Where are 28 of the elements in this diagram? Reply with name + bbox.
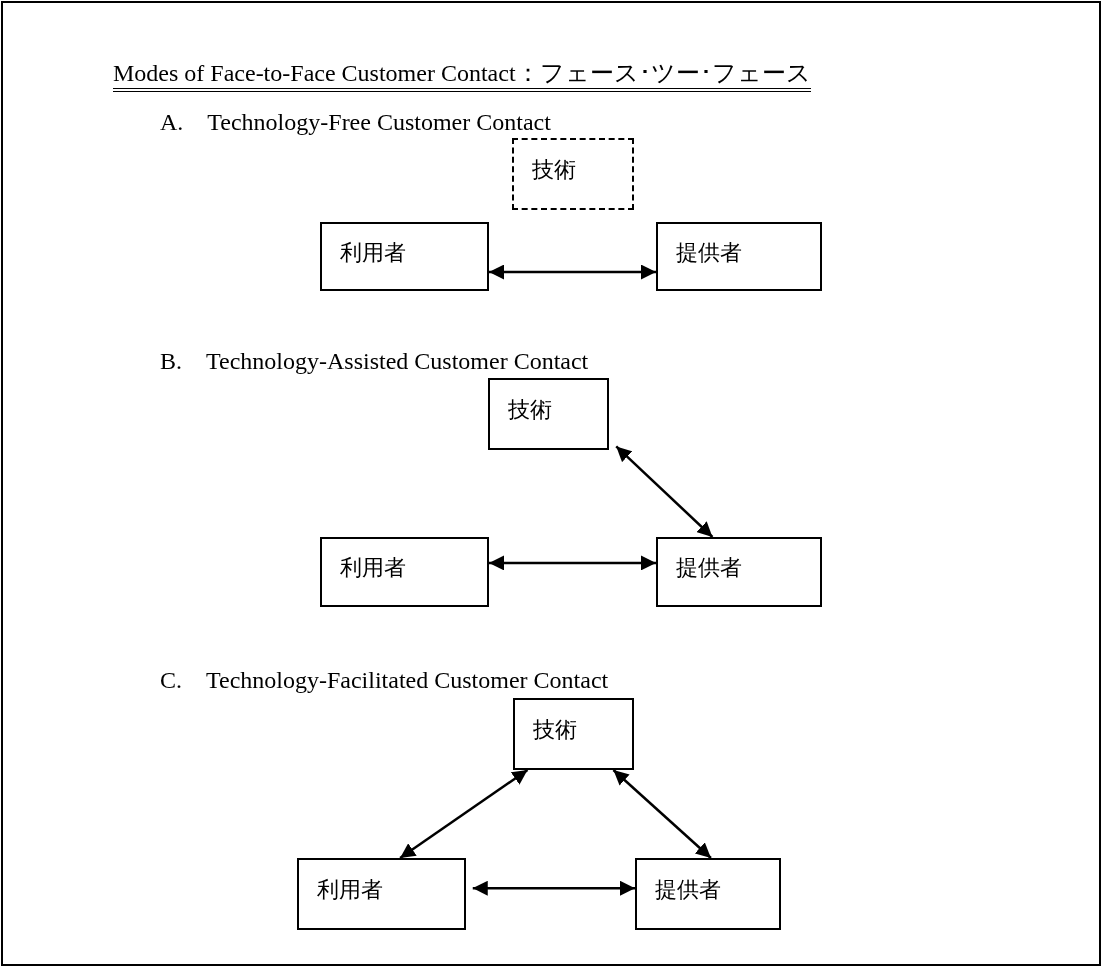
box: [635, 858, 781, 930]
box-label: 技術: [532, 156, 576, 184]
double-arrow: [615, 445, 714, 538]
box-label: 提供者: [655, 876, 721, 904]
double-arrow: [472, 880, 635, 896]
double-arrow: [399, 768, 529, 860]
box-label: 利用者: [340, 554, 406, 582]
double-arrow: [489, 555, 656, 571]
double-arrow: [489, 264, 656, 280]
box-label: 技術: [508, 396, 552, 424]
dashed-box: [512, 138, 634, 210]
box-label: 利用者: [340, 238, 406, 267]
title: Modes of Face-to-Face Customer Contact：フェース･ツー･フェース: [113, 58, 811, 92]
box: [513, 698, 634, 770]
box: [320, 222, 489, 291]
box: [320, 537, 489, 607]
box: [656, 537, 822, 607]
box: [297, 858, 466, 930]
box-label: 提供者: [676, 554, 742, 582]
box-label: 利用者: [317, 876, 383, 904]
double-arrow: [612, 769, 712, 859]
box: [656, 222, 822, 291]
section-heading: C. Technology-Facilitated Customer Contact: [160, 666, 609, 695]
section-heading: B. Technology-Assisted Customer Contact: [160, 347, 589, 376]
section-heading: A. Technology-Free Customer Contact: [160, 108, 551, 137]
box: [488, 378, 609, 450]
box-label: 技術: [533, 716, 577, 744]
box-label: 提供者: [676, 238, 742, 267]
